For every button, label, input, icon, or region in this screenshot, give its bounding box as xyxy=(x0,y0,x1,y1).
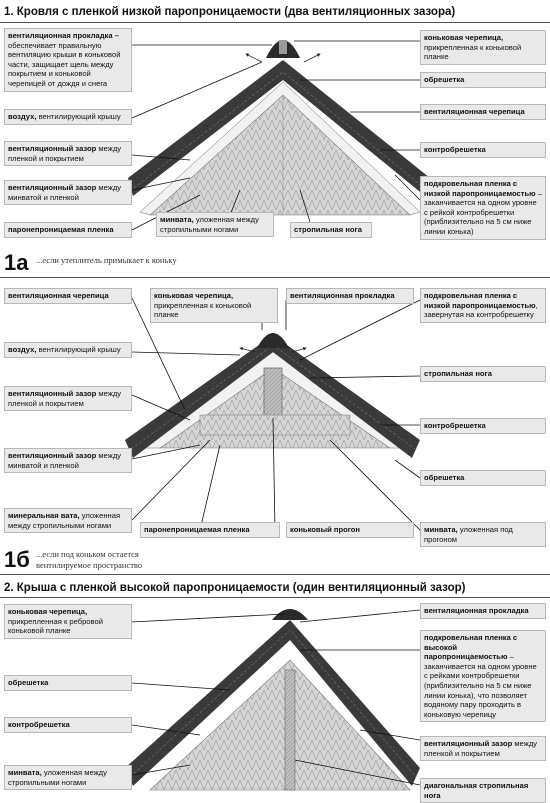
label-vent-gap1-1: вентиляционный зазор между пленкой и пок… xyxy=(4,141,132,167)
label-minwool-2: минвата, уложенная между стропильными но… xyxy=(4,765,132,791)
label-vent-gap-2: вентиляционный зазор между пленкой и пок… xyxy=(420,736,546,762)
roof-covering-2 xyxy=(125,620,420,786)
label-mineral-1a: минеральная вата, уложенная между стропи… xyxy=(4,508,132,534)
label-vent-gap2-1a: вентиляционный зазор между минватой и пл… xyxy=(4,448,132,474)
diagram-2-roof xyxy=(125,609,420,791)
label-vent-tile-1a: вентиляционная черепица xyxy=(4,288,132,304)
leaders-1a xyxy=(131,297,421,531)
section-2-title: 2. Крыша с пленкой высокой паропроницаем… xyxy=(4,582,466,594)
label-batten-2: обрешетка xyxy=(4,675,132,691)
ridge-tile-1a xyxy=(257,333,289,348)
section-1b-note-1: ...если под коньком остается xyxy=(36,549,139,559)
label-air-1: воздух, вентилирующий крышу xyxy=(4,109,132,125)
rafter-2 xyxy=(284,669,296,791)
label-underlay-2: подкровельная пленка с высокой паропрони… xyxy=(420,630,546,723)
label-diag-rafter-2: диагональная стропильная нога xyxy=(420,778,546,803)
label-ridge-tile-2: коньковая черепица, прикрепленная к ребр… xyxy=(4,604,132,639)
purlin-1a xyxy=(263,367,283,419)
insulation-1 xyxy=(149,94,411,216)
label-ridge-tile-1a: коньковая черепица, прикрепленная к конь… xyxy=(150,288,278,323)
label-vent-gap1-1a: вентиляционный зазор между пленкой и пок… xyxy=(4,386,132,412)
section-1-title: 1. Кровля с пленкой низкой паропроницаем… xyxy=(4,6,456,18)
label-underlay-1a: подкровельная пленка с низкой паропрониц… xyxy=(420,288,546,323)
leaders-2 xyxy=(131,609,421,786)
label-minwool-1a: минвата, уложенная под прогоном xyxy=(420,522,546,548)
ridge-tile-2 xyxy=(272,609,308,620)
label-vent-pad-1: вентиляционная прокладка – обеспечивает … xyxy=(4,28,132,92)
divider xyxy=(0,574,550,575)
divider xyxy=(0,277,550,278)
label-underlay-1: подкровельная пленка с низкой паропрониц… xyxy=(420,176,546,240)
label-purlin-1a: коньковый прогон xyxy=(286,522,414,538)
section-1b-number: 1б xyxy=(4,547,30,572)
label-counter-1: контробрешетка xyxy=(420,142,546,158)
section-1a-number: 1а xyxy=(4,250,29,275)
label-vent-gap2-1: вентиляционный зазор между минватой и пл… xyxy=(4,180,132,206)
section-1a-note: ...если утеплитель примыкает к коньку xyxy=(36,255,177,265)
insulation-2 xyxy=(149,659,411,791)
label-vapor-1: паронепроницаемая пленка xyxy=(4,222,132,238)
label-vent-pad-1a: вентиляционная прокладка xyxy=(286,288,414,304)
divider xyxy=(0,597,550,598)
label-air-1a: воздух, вентилирующий крышу xyxy=(4,342,132,358)
diagram-1a-roof xyxy=(125,333,420,458)
label-counter-2: контробрешетка xyxy=(4,717,132,733)
section-1b-note-2: вентилируемое пространство xyxy=(36,560,143,570)
label-vent-pad-2: вентиляционная прокладка xyxy=(420,603,546,619)
label-rafter-1: стропильная нога xyxy=(290,222,372,238)
label-ridge-tile-1: коньковая черепица, прикрепленная к конь… xyxy=(420,30,546,65)
label-batten-1: обрешетка xyxy=(420,72,546,88)
divider xyxy=(0,22,550,23)
diagram-1-roof xyxy=(128,40,430,216)
leaders-1 xyxy=(131,40,421,231)
label-counter-1a: контробрешетка xyxy=(420,418,546,434)
label-rafter-1a: стропильная нога xyxy=(420,366,546,382)
label-vent-tile-1: вентиляционная черепица xyxy=(420,104,546,120)
label-vapor-1a: паронепроницаемая пленка xyxy=(140,522,280,538)
label-minwool-1: минвата, уложенная между стропильными но… xyxy=(156,212,274,238)
label-batten-1a: обрешетка xyxy=(420,470,546,486)
